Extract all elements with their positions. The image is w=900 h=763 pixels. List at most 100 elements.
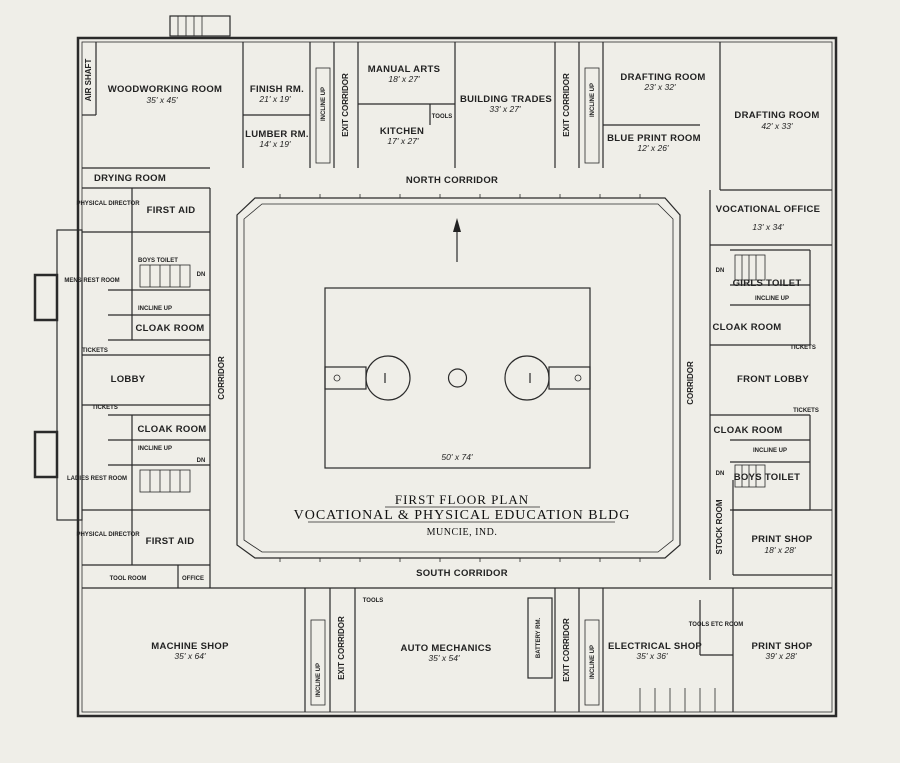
tool-room-label: TOOL ROOM xyxy=(110,576,147,582)
cloak-room-label-e2: CLOAK ROOM xyxy=(714,425,783,436)
physical-director-label-s: PHYSICAL DIRECTOR xyxy=(76,532,140,538)
stock-room-label: STOCK ROOM xyxy=(715,499,724,554)
lumber-dim: 14' x 19' xyxy=(259,139,291,149)
lumber-label: LUMBER RM. xyxy=(245,129,309,140)
roof-stair xyxy=(169,15,231,37)
building-trades-dim: 33' x 27' xyxy=(489,104,521,114)
plan-title: FIRST FLOOR PLAN xyxy=(395,492,529,507)
first-aid-label-s: FIRST AID xyxy=(146,536,195,547)
finish-label: FINISH RM. xyxy=(250,84,304,95)
machine-shop-dim: 35' x 64' xyxy=(174,651,206,661)
tickets-label-e1: TICKETS xyxy=(790,345,816,351)
gymnasium xyxy=(236,197,681,559)
first-aid-label-n: FIRST AID xyxy=(147,205,196,216)
west-wing xyxy=(82,188,211,588)
front-lobby-label: FRONT LOBBY xyxy=(737,374,809,385)
tickets-label-e2: TICKETS xyxy=(793,408,819,414)
incline-up-label-s2: INCLINE UP xyxy=(590,645,596,679)
plan-location: MUNCIE, IND. xyxy=(427,527,498,538)
print-shop1-dim: 18' x 28' xyxy=(764,545,796,555)
machine-shop-label: MACHINE SHOP xyxy=(151,641,229,652)
exit-corridor-label-n1: EXIT CORRIDOR xyxy=(341,73,350,137)
vocational-office-label: VOCATIONAL OFFICE xyxy=(716,204,821,215)
physical-director-label-n: PHYSICAL DIRECTOR xyxy=(76,201,140,207)
tools-label-n: TOOLS xyxy=(432,114,453,120)
cloak-room-label-w2: CLOAK ROOM xyxy=(138,424,207,435)
finish-dim: 21' x 19' xyxy=(258,94,291,104)
cloak-room-label-w1: CLOAK ROOM xyxy=(136,323,205,334)
dn-label-e2: DN xyxy=(716,471,725,477)
auto-mechanics-label: AUTO MECHANICS xyxy=(400,643,491,654)
print-shop2-dim: 39' x 28' xyxy=(765,651,797,661)
drafting2-dim: 42' x 33' xyxy=(761,121,793,131)
east-stairs xyxy=(734,254,766,488)
exit-corridor-label-s1: EXIT CORRIDOR xyxy=(337,616,346,680)
tools-etc-label: TOOLS ETC ROOM xyxy=(689,622,744,628)
print-shop1-label: PRINT SHOP xyxy=(751,534,812,545)
tickets-label-w1: TICKETS xyxy=(82,348,108,354)
tools-label-s: TOOLS xyxy=(363,598,384,604)
office-label: OFFICE xyxy=(182,576,204,582)
print-shop2-label: PRINT SHOP xyxy=(751,641,812,652)
lobby-label: LOBBY xyxy=(111,374,146,385)
incline-up-label-s1: INCLINE UP xyxy=(316,663,322,697)
kitchen-label: KITCHEN xyxy=(380,126,424,137)
kitchen-dim: 17' x 27' xyxy=(387,136,419,146)
boys-toilet-label-w: BOYS TOILET xyxy=(138,258,178,264)
west-entrance-north xyxy=(33,273,59,322)
electrical-shop-dim: 35' x 36' xyxy=(636,651,668,661)
incline-up-label-w1: INCLINE UP xyxy=(138,306,172,312)
boys-toilet-label-e: BOYS TOILET xyxy=(734,472,800,483)
corridor-label-e: CORRIDOR xyxy=(686,361,695,405)
drafting1-dim: 23' x 32' xyxy=(643,82,676,92)
drafting2-label: DRAFTING ROOM xyxy=(734,110,819,121)
south-incline-right xyxy=(584,619,600,706)
battery-rm-label: BATTERY RM. xyxy=(536,618,542,659)
ladies-rest-label: LADIES REST ROOM xyxy=(67,476,127,482)
electrical-benches xyxy=(639,688,716,712)
vocational-office-dim: 13' x 34' xyxy=(752,222,784,232)
east-wing xyxy=(709,245,832,580)
electrical-shop-label: ELECTRICAL SHOP xyxy=(608,641,702,652)
woodworking-label: WOODWORKING ROOM xyxy=(108,84,223,95)
corridor-label-w: CORRIDOR xyxy=(217,356,226,400)
west-stairs xyxy=(139,264,191,493)
girls-toilet-label: GIRLS TOILET xyxy=(733,278,802,289)
exit-corridor-label-s2: EXIT CORRIDOR xyxy=(562,618,571,682)
radiator-marks xyxy=(279,194,641,562)
drying-label: DRYING ROOM xyxy=(94,173,166,184)
incline-up-label-e2: INCLINE UP xyxy=(753,448,787,454)
dn-label-w1: DN xyxy=(197,272,206,278)
mens-rest-label: MENS REST ROOM xyxy=(64,278,119,284)
dn-label-e1: DN xyxy=(716,268,725,274)
cloak-room-label-e1: CLOAK ROOM xyxy=(713,322,782,333)
drafting1-label: DRAFTING ROOM xyxy=(620,72,705,83)
woodworking-dim: 35' x 45' xyxy=(146,95,178,105)
incline-up-label-e1: INCLINE UP xyxy=(755,296,789,302)
air-shaft-label: AIR SHAFT xyxy=(84,59,93,102)
manual-arts-dim: 18' x 27' xyxy=(388,74,420,84)
court-dim: 50' x 74' xyxy=(441,452,473,462)
exit-corridor-label-n2: EXIT CORRIDOR xyxy=(562,73,571,137)
tickets-label-w2: TICKETS xyxy=(92,405,118,411)
incline-up-label-w2: INCLINE UP xyxy=(138,446,172,452)
north-incline-left xyxy=(315,67,331,164)
auto-mechanics-dim: 35' x 54' xyxy=(428,653,460,663)
blue-print-label: BLUE PRINT ROOM xyxy=(607,133,701,144)
north-corridor-label: NORTH CORRIDOR xyxy=(406,175,498,186)
outer-walls xyxy=(76,36,838,718)
building-trades-label: BUILDING TRADES xyxy=(460,94,552,105)
west-entrance-south xyxy=(33,430,59,479)
incline-up-label-n1: INCLINE UP xyxy=(321,87,327,121)
south-wing xyxy=(82,587,832,712)
dn-label-w2: DN xyxy=(197,458,206,464)
south-corridor-label: SOUTH CORRIDOR xyxy=(416,568,508,579)
plan-subtitle: VOCATIONAL & PHYSICAL EDUCATION BLDG xyxy=(294,508,631,523)
incline-up-label-n2: INCLINE UP xyxy=(590,83,596,117)
north-incline-right xyxy=(584,67,600,164)
blue-print-dim: 12' x 26' xyxy=(637,143,669,153)
north-wing xyxy=(82,42,832,246)
south-incline-left xyxy=(310,619,326,706)
manual-arts-label: MANUAL ARTS xyxy=(368,64,440,75)
